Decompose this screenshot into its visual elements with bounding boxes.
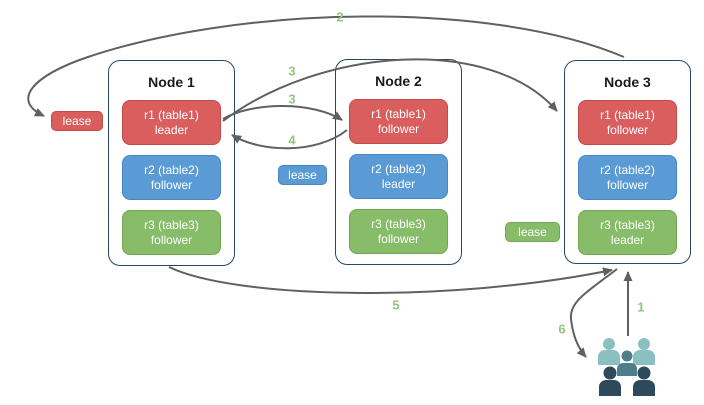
replica-name: r3 (table3) bbox=[600, 217, 655, 232]
replica-r2-node1: r2 (table2) follower bbox=[122, 155, 221, 200]
replica-name: r2 (table2) bbox=[600, 162, 655, 177]
step-label-2: 2 bbox=[336, 9, 344, 25]
users-group-icon bbox=[598, 338, 655, 396]
step-label-1: 1 bbox=[637, 299, 645, 315]
replica-role: leader bbox=[610, 232, 645, 247]
replica-r3-node2: r3 (table3) follower bbox=[349, 209, 448, 254]
node-title: Node 3 bbox=[604, 74, 651, 90]
replica-name: r3 (table3) bbox=[371, 216, 426, 231]
replica-name: r2 (table2) bbox=[371, 161, 426, 176]
replica-name: r1 (table1) bbox=[600, 107, 655, 122]
node-title: Node 1 bbox=[148, 74, 195, 90]
replica-r3-node3: r3 (table3) leader bbox=[578, 210, 677, 255]
replica-role: follower bbox=[377, 231, 420, 246]
replica-r2-node3: r2 (table2) follower bbox=[578, 155, 677, 200]
replica-role: leader bbox=[154, 122, 189, 137]
lease-label: lease bbox=[288, 168, 317, 182]
replica-r2-node2: r2 (table2) leader bbox=[349, 154, 448, 199]
replica-name: r1 (table1) bbox=[144, 107, 199, 122]
replica-r1-node1: r1 (table1) leader bbox=[122, 100, 221, 145]
replica-name: r3 (table3) bbox=[144, 217, 199, 232]
replica-role: leader bbox=[381, 176, 416, 191]
replica-role: follower bbox=[606, 177, 649, 192]
node-1: Node 1 r1 (table1) leader r2 (table2) fo… bbox=[108, 60, 235, 266]
lease-tag-r2: lease bbox=[278, 165, 327, 185]
step-label-5: 5 bbox=[392, 297, 400, 313]
lease-tag-r3: lease bbox=[505, 222, 560, 242]
replica-r3-node1: r3 (table3) follower bbox=[122, 210, 221, 255]
replica-r1-node3: r1 (table1) follower bbox=[578, 100, 677, 145]
node-2: Node 2 r1 (table1) follower r2 (table2) … bbox=[335, 59, 462, 265]
step-label-6: 6 bbox=[558, 321, 566, 337]
step-label-4: 4 bbox=[288, 132, 296, 148]
replica-r1-node2: r1 (table1) follower bbox=[349, 99, 448, 144]
arrow-step-3-node1-to-node2 bbox=[222, 105, 343, 121]
replica-name: r2 (table2) bbox=[144, 162, 199, 177]
step-label-3b: 3 bbox=[288, 91, 296, 107]
replica-role: follower bbox=[150, 232, 193, 247]
step-label-3a: 3 bbox=[288, 63, 296, 79]
node-title: Node 2 bbox=[375, 73, 422, 89]
lease-tag-r1: lease bbox=[51, 111, 103, 131]
lease-label: lease bbox=[62, 114, 92, 128]
lease-label: lease bbox=[518, 225, 547, 239]
replica-role: follower bbox=[150, 177, 193, 192]
replica-role: follower bbox=[377, 121, 420, 136]
replica-role: follower bbox=[606, 122, 649, 137]
arrow-step-5-node1-to-node3 bbox=[168, 266, 613, 294]
replica-name: r1 (table1) bbox=[371, 106, 426, 121]
node-3: Node 3 r1 (table1) follower r2 (table2) … bbox=[564, 60, 691, 264]
